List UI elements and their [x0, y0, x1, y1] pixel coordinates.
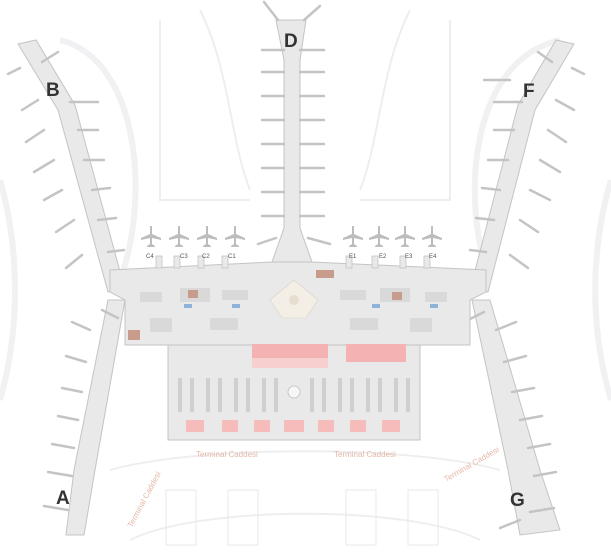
check-in-counters — [186, 420, 400, 432]
pier-d — [256, 0, 332, 263]
terminal-main-building — [109, 261, 487, 346]
pier-a — [42, 299, 126, 536]
background-taxiways — [0, 9, 611, 541]
check-in-hall — [167, 344, 421, 441]
pier-label-f: F — [523, 81, 535, 102]
remote-stand-labels: C4 C3 C2 C1 E1 E2 E3 E4 — [146, 254, 437, 260]
stand-label-c1: C1 — [228, 254, 236, 260]
road-label-east: Terminal Caddesi — [443, 445, 501, 484]
stand-label-e2: E2 — [379, 254, 387, 260]
stand-label-e4: E4 — [429, 254, 437, 260]
pier-label-d: D — [284, 31, 298, 52]
stand-label-c2: C2 — [202, 254, 210, 260]
stand-label-e1: E1 — [349, 254, 357, 260]
road-label-west: Terminal Caddesi — [126, 470, 163, 529]
pier-label-b: B — [46, 80, 60, 101]
pier-label-g: G — [510, 490, 525, 511]
stand-label-c3: C3 — [180, 254, 188, 260]
check-in-rows — [178, 378, 410, 412]
pier-labels: B D F A G — [46, 31, 535, 511]
stand-label-c4: C4 — [146, 254, 154, 260]
remote-stand-stubs — [155, 255, 431, 269]
stand-label-e3: E3 — [405, 254, 413, 260]
pier-f — [468, 39, 586, 293]
road-label-center-right: Terminal Caddesi — [334, 450, 396, 459]
pier-b — [6, 39, 126, 293]
remote-aircraft-east — [343, 226, 442, 247]
remote-aircraft-west — [141, 226, 245, 247]
road-label-center-left: Terminal Caddesi — [196, 450, 258, 459]
pier-label-a: A — [56, 488, 70, 509]
pier-g — [466, 299, 561, 536]
parking-area — [165, 489, 439, 546]
